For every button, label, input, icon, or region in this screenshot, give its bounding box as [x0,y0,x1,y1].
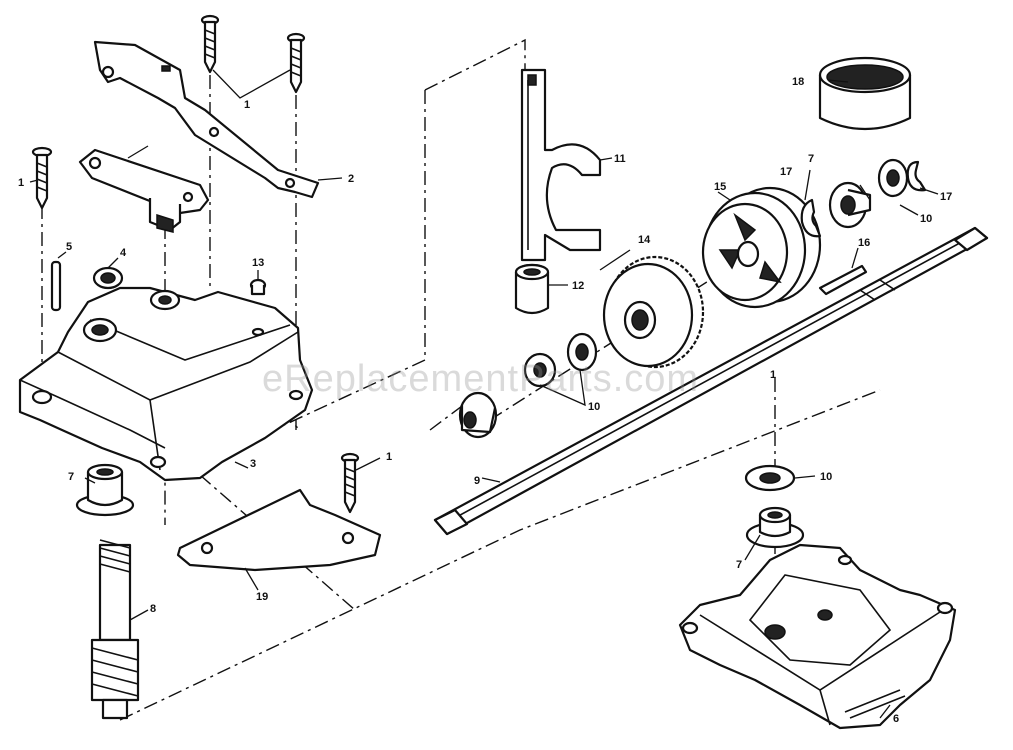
lower-housing-part-6 [678,543,957,730]
callout-3: 3 [250,458,256,470]
callout-17a: 17 [780,166,792,178]
bushing-part-7-upper [828,181,872,229]
callout-1b: 1 [18,177,24,189]
callout-18: 18 [792,76,804,88]
upper-housing-part-3 [18,286,314,482]
screw-1d [340,452,360,514]
screw-1a [200,14,220,74]
key-part-16 [818,264,868,296]
callout-10c: 10 [820,471,832,483]
callout-1a: 1 [244,99,250,111]
washer-part-10-lower [744,464,796,492]
plate-part-19 [176,488,382,572]
shift-fork-part-11 [520,68,602,262]
worm-shaft-part-8 [90,539,140,720]
callout-7c: 7 [736,559,742,571]
callout-2: 2 [348,173,354,185]
callout-7b: 7 [808,153,814,165]
washer-part-4 [92,266,124,290]
shift-arm [78,148,210,233]
washer-part-10-upper [877,158,909,198]
bushing-part-7-left [75,463,135,517]
callout-11: 11 [614,153,626,165]
pin-part-5 [50,260,62,312]
watermark-text: eReplacementParts.com [262,358,700,400]
callout-1d: 1 [770,369,776,381]
screw-1c [31,146,53,210]
callout-17b: 17 [940,191,952,203]
callout-labels: 1 1 1 1 2 3 4 5 6 7 7 7 8 9 10 10 10 11 … [18,76,952,725]
plug-part-13 [249,278,267,296]
callout-16: 16 [858,237,870,249]
callout-12: 12 [572,280,584,292]
callout-5: 5 [66,241,72,253]
callout-15: 15 [714,181,726,193]
retainer-part-17-upper [906,160,927,192]
callout-6: 6 [893,713,899,725]
callout-8: 8 [150,603,156,615]
bushing-part-7-shaft [458,391,498,439]
axle-shaft-part-9 [433,226,989,536]
collar-part-12 [514,263,550,315]
leader-lines [29,69,939,719]
callout-1c: 1 [386,451,392,463]
washer-part-10-mid [523,332,598,388]
screw-1b [286,32,306,94]
callout-10a: 10 [588,401,600,413]
callout-14: 14 [638,234,651,246]
callout-10b: 10 [920,213,932,225]
callout-9: 9 [474,475,480,487]
callout-19: 19 [256,591,268,603]
retainer-part-17-mid [800,198,822,238]
callout-4: 4 [120,247,127,259]
sleeve-part-18 [818,56,912,131]
callout-13: 13 [252,257,264,269]
gear-part-14 [602,255,705,369]
clutch-pulley-part-15 [701,186,822,309]
bracket-part-2 [93,40,320,199]
callout-7a: 7 [68,471,74,483]
bushing-part-7-lower [745,506,805,549]
